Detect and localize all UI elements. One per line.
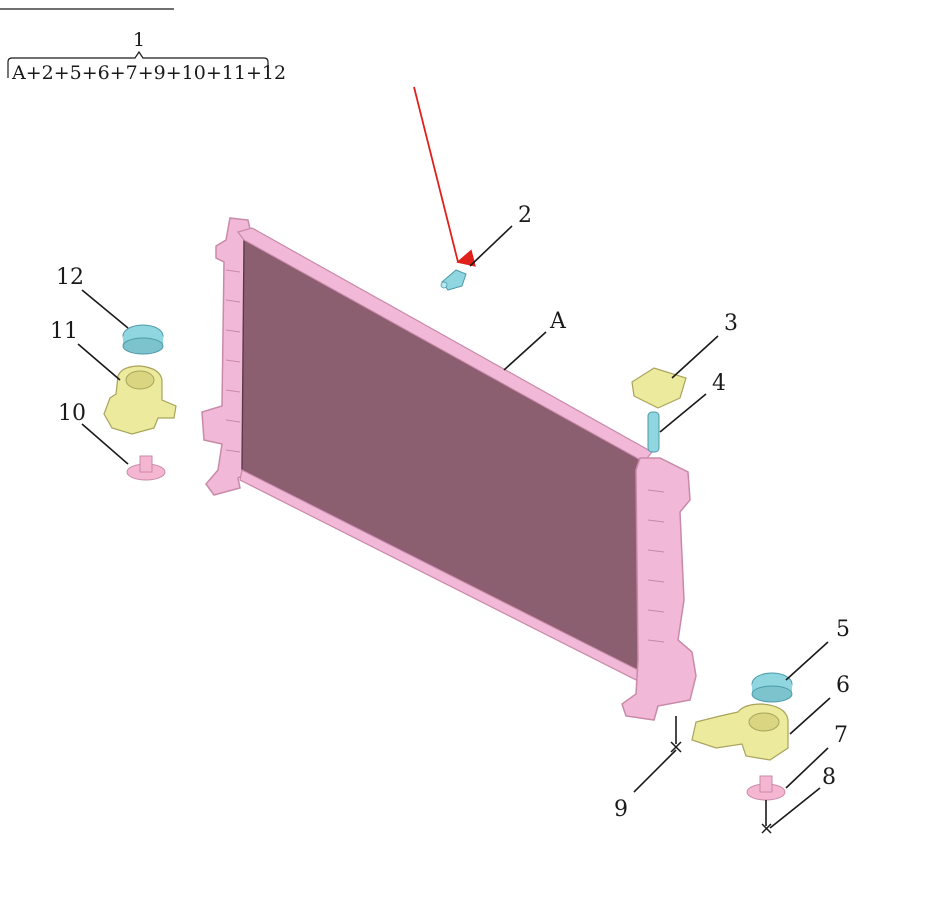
leader-4 (659, 393, 707, 433)
leader-10 (81, 423, 129, 465)
callout-10: 10 (58, 401, 86, 426)
part-7-bushing (746, 775, 786, 801)
leader-8 (769, 787, 821, 829)
part-4-pin (647, 411, 660, 453)
leader-11 (77, 343, 121, 381)
leader-5 (785, 641, 829, 681)
formula-bracket (7, 50, 269, 78)
callout-5: 5 (836, 617, 850, 642)
callout-2: 2 (518, 203, 532, 228)
callout-4: 4 (712, 371, 726, 396)
callout-6: 6 (836, 673, 850, 698)
leader-9 (633, 749, 677, 793)
leader-3 (671, 335, 719, 379)
part-6-bore (748, 712, 780, 732)
callout-11: 11 (50, 319, 78, 344)
callout-3: 3 (724, 311, 738, 336)
radiator-core (241, 238, 645, 674)
radiator-top-rail (236, 227, 653, 463)
highlight-arrow (413, 86, 476, 267)
part-6-bracket (691, 703, 789, 761)
part-11-bracket (103, 365, 177, 435)
leader-6 (789, 697, 831, 735)
part-9-marker (670, 741, 682, 753)
leader-2 (469, 225, 513, 267)
callout-a: A (549, 309, 567, 334)
radiator-right-tank (621, 457, 697, 721)
part-11-bore (125, 370, 155, 390)
callout-12: 12 (56, 265, 84, 290)
assembly-number: 1 (133, 29, 145, 51)
radiator-a (201, 217, 697, 721)
leader-12 (81, 289, 129, 329)
part-12-grommet (122, 324, 164, 355)
part-8-marker (761, 823, 772, 834)
part-10-bushing (126, 455, 166, 481)
callout-8: 8 (822, 765, 836, 790)
assembly-formula-text: A+2+5+6+7+9+10+11+12 (11, 62, 286, 84)
callout-7: 7 (834, 723, 848, 748)
part-2-fitting (440, 269, 467, 291)
assembly-formula: 1 A+2+5+6+7+9+10+11+12 (7, 29, 286, 84)
leader-7 (785, 747, 829, 789)
part-3-clip (631, 367, 687, 409)
callout-9: 9 (614, 797, 628, 822)
part-5-grommet (751, 672, 793, 703)
leader-a (503, 331, 547, 371)
